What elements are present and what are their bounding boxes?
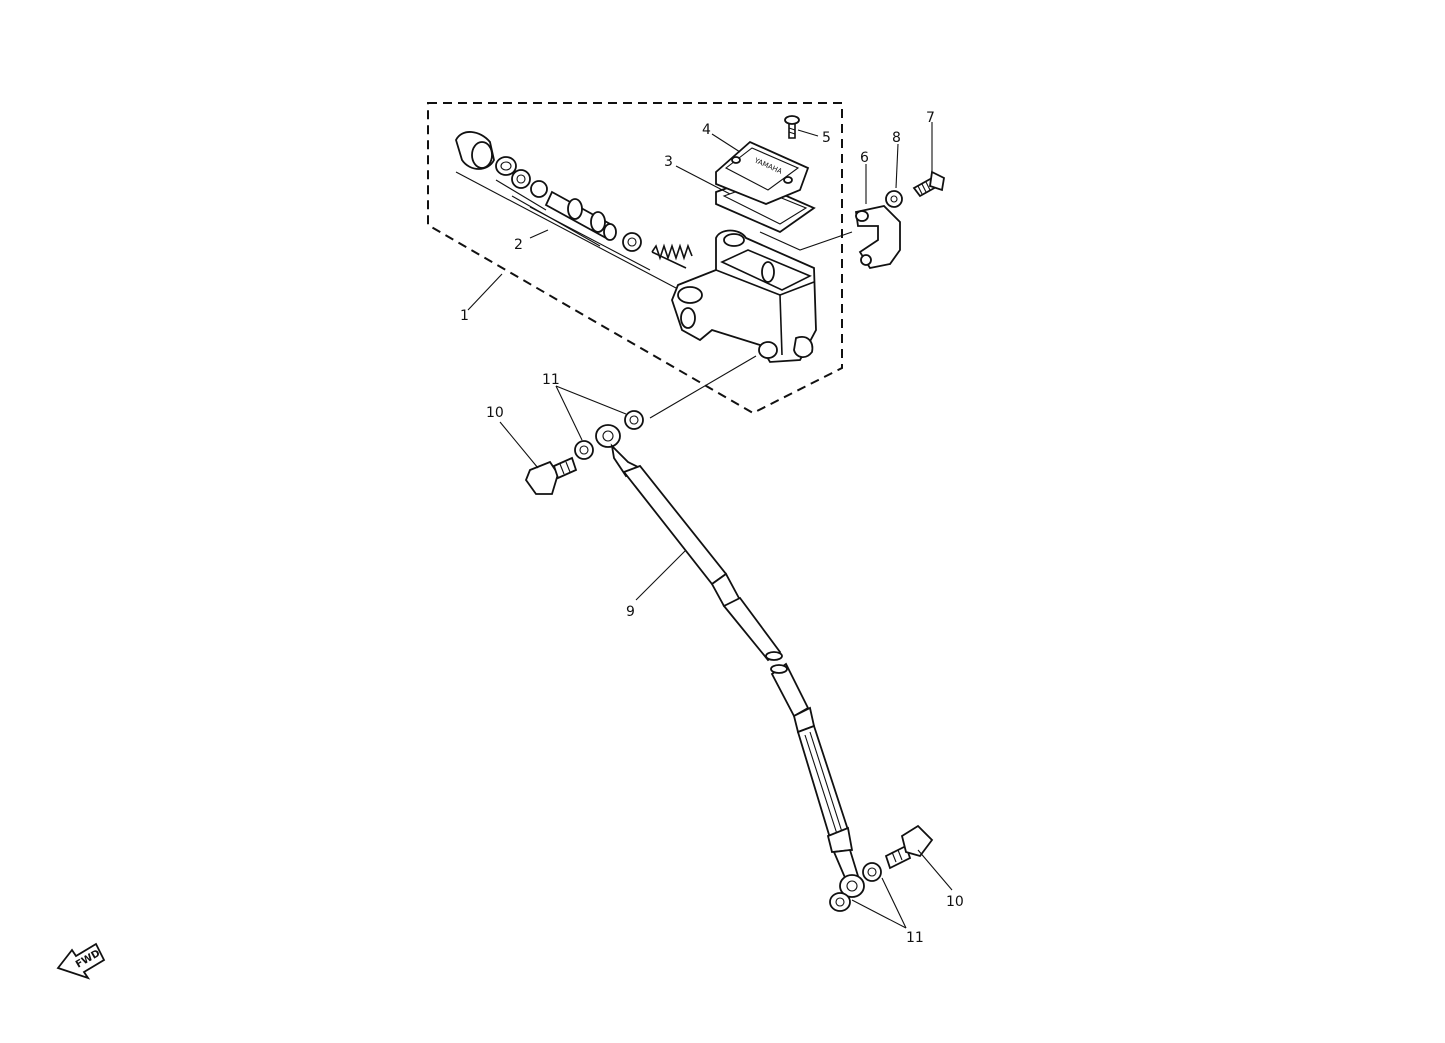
master-cylinder-body: [671, 229, 817, 363]
callout-8: 8: [892, 130, 901, 146]
piston-kit: [455, 131, 693, 289]
brake-hose: [610, 443, 860, 882]
washer-8: [885, 190, 903, 208]
callout-2: 2: [514, 237, 523, 253]
assembly-boundary: [427, 102, 843, 415]
callout-4: 4: [702, 122, 711, 138]
callout-7: 7: [926, 110, 935, 126]
forward-arrow-icon: FWD: [56, 942, 106, 980]
callout-3: 3: [664, 154, 673, 170]
callout-10-upper: 10: [486, 405, 504, 421]
holder-bolt: [912, 170, 945, 198]
callout-5: 5: [822, 130, 831, 146]
callout-10-lower: 10: [946, 894, 964, 910]
holder-connection-line: [759, 231, 853, 251]
callout-11-upper: 11: [542, 372, 560, 388]
hose-connection-line: [649, 355, 757, 419]
callout-9: 9: [626, 604, 635, 620]
lower-banjo-connection: [829, 824, 934, 912]
reservoir-cap: YAMAHA: [715, 140, 810, 205]
callout-1: 1: [460, 308, 469, 324]
callout-11-lower: 11: [906, 930, 924, 946]
leader-lines: [467, 122, 953, 929]
holder-bracket: [854, 205, 901, 270]
callout-6: 6: [860, 150, 869, 166]
cap-screw: [784, 115, 800, 139]
upper-banjo-connection: [524, 410, 644, 495]
